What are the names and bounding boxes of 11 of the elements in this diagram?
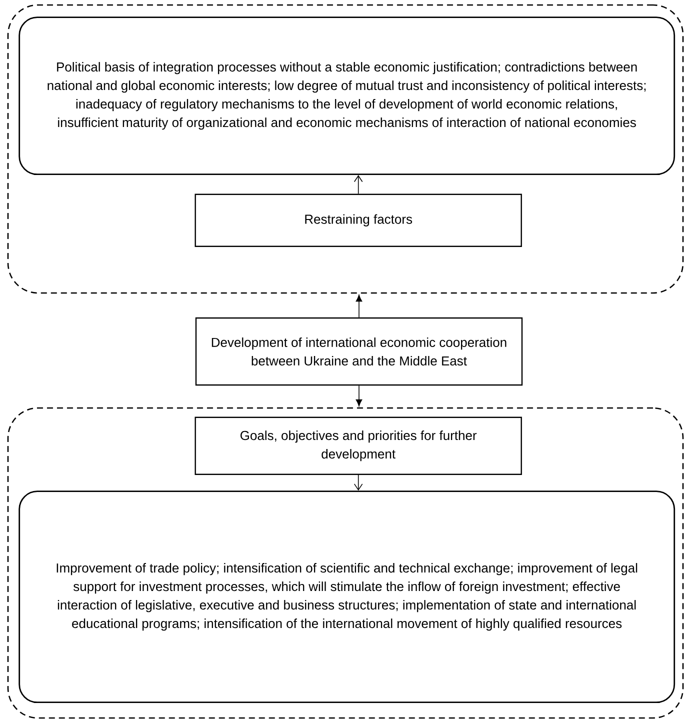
text-box: Goals, objectives and priorities for further development [194, 416, 522, 475]
text-box: Development of international economic cooperation between Ukraine and the Middle East [195, 317, 523, 386]
rounded-text-box: Political basis of integration processes without a stable economic justification; contradictions between national and global economic interests; low degree of mutual trust and inconsistency of political interests; inadequacy of regulatory mechanisms to the level of development of world economic relations, insufficient maturity of organizational and economic mechanisms of interaction of national economies [18, 16, 676, 176]
arrow [356, 385, 362, 406]
arrow [354, 175, 363, 194]
arrow [354, 474, 363, 491]
rounded-text-box: Improvement of trade policy; intensification of scientific and technical exchange; improvement of legal support for investment processes, which will stimulate the inflow of foreign investment; effective interaction of legislative, executive and business structures; implementation of state and international educational programs; intensification of the international movement of highly qualified resources [18, 490, 676, 704]
dashed-group-frame [7, 407, 684, 719]
text-box: Restraining factors [194, 194, 522, 247]
arrow [356, 294, 362, 318]
dashed-group-frame [7, 4, 684, 294]
